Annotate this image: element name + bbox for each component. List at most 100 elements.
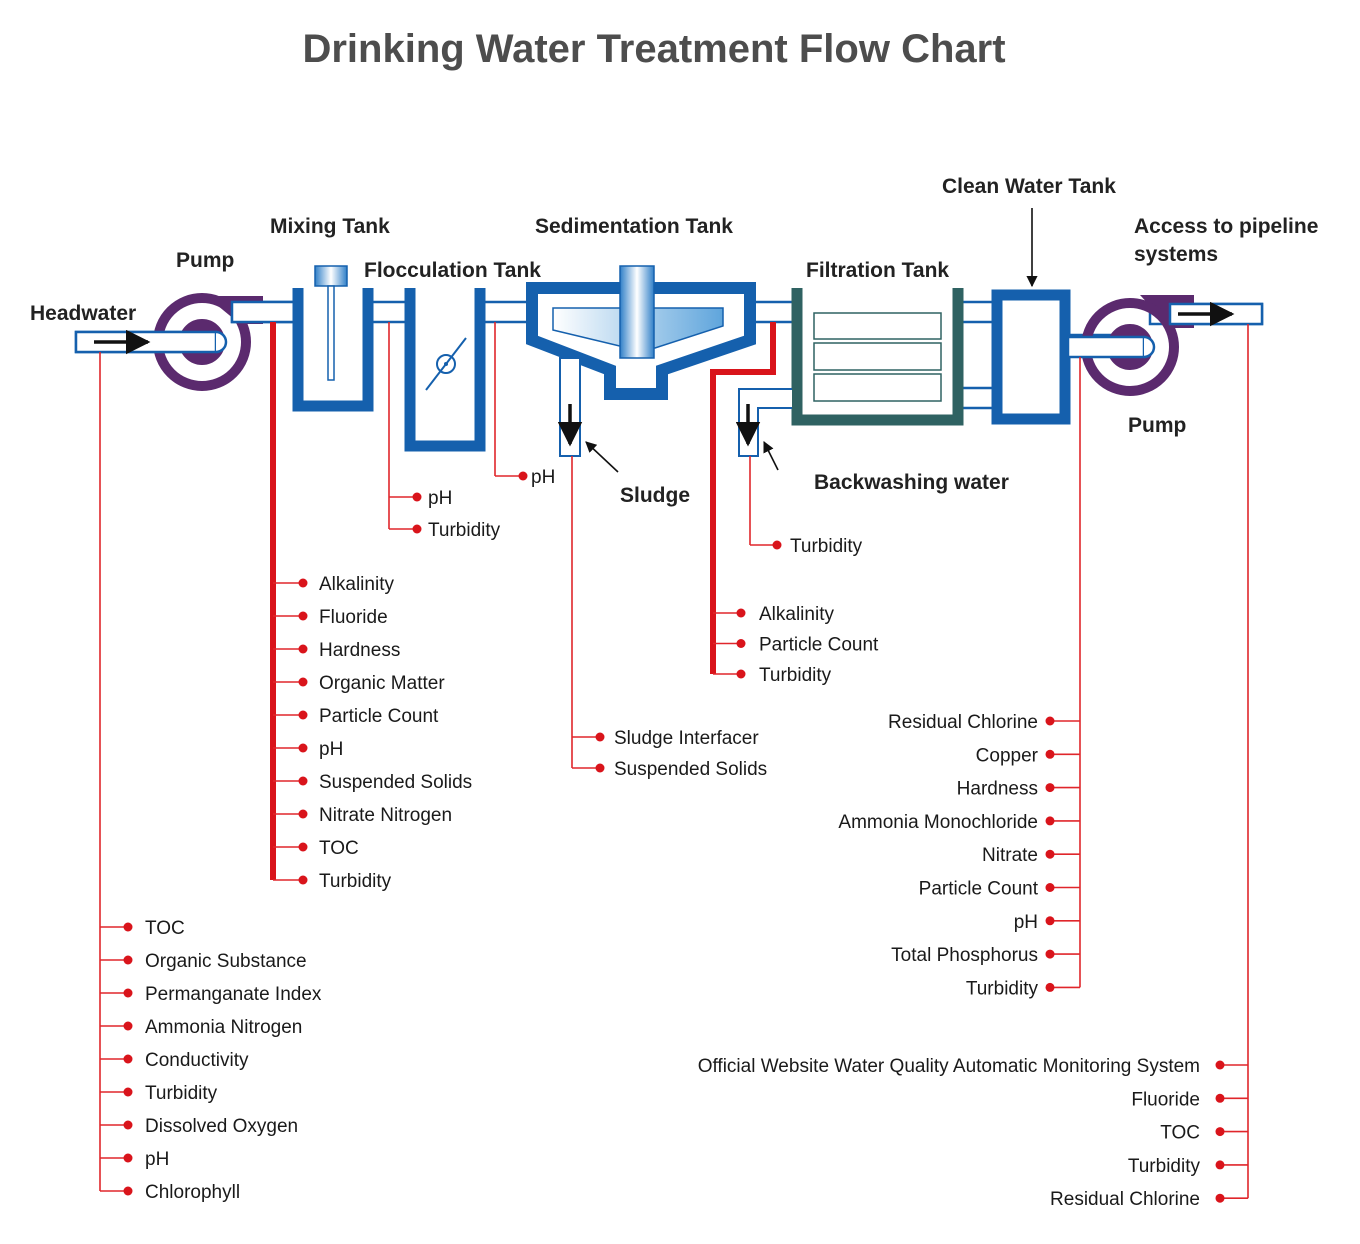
sensor-dot-icon <box>123 922 133 932</box>
sensor-dot-icon <box>298 776 308 786</box>
sensor-parameter-label: Total Phosphorus <box>891 945 1038 966</box>
mixing-tank <box>292 265 374 412</box>
label-sludge: Sludge <box>620 484 690 507</box>
sensor-dot-icon <box>1045 849 1055 859</box>
flocculator-icon <box>436 354 456 374</box>
sensor-parameter-label: Hardness <box>957 779 1038 800</box>
sensor-parameter-label: Turbidity <box>966 978 1039 999</box>
sensor-parameter-label: Dissolved Oxygen <box>145 1116 298 1137</box>
filter-layer <box>813 342 942 371</box>
sensor-dot-icon <box>298 644 308 654</box>
label-headwater: Headwater <box>30 302 136 325</box>
pointer-arrow-icon <box>585 441 619 473</box>
sensor-dot-icon <box>1045 883 1055 892</box>
sensor-parameter-label: TOC <box>319 838 359 859</box>
pipe-mixing-flocculation <box>370 300 410 324</box>
label-mixing-tank: Mixing Tank <box>270 215 390 238</box>
sensor-parameter-label: TOC <box>1160 1123 1200 1144</box>
sensor-parameter-label: pH <box>319 739 343 760</box>
sensor-parameter-label: Official Website Water Quality Automatic… <box>698 1056 1200 1077</box>
sensor-dot-icon <box>772 540 782 550</box>
sensor-dot-icon <box>1215 1160 1225 1170</box>
sensor-dot-icon <box>412 492 422 502</box>
sensor-parameter-label: Organic Substance <box>145 951 307 972</box>
sensor-parameter-label: Copper <box>976 745 1039 766</box>
sensor-parameter-label: Chlorophyll <box>145 1182 240 1203</box>
pipe-filtration-clean-top <box>958 300 998 324</box>
sensor-dot-icon <box>123 1054 133 1064</box>
clarifier-column-icon <box>619 265 655 359</box>
sensor-parameter-label: Turbidity <box>145 1083 218 1104</box>
sensor-dot-icon <box>298 611 308 621</box>
sensor-parameter-label: Particle Count <box>319 706 439 727</box>
sensor-dot-icon <box>298 578 308 588</box>
sensor-trunk-line <box>710 322 776 674</box>
sensor-dot-icon <box>595 763 605 773</box>
sensor-parameter-label: pH <box>1014 912 1038 933</box>
branch-flocculation-outlet: pH <box>494 322 555 488</box>
sensor-parameter-label: Alkalinity <box>319 574 394 595</box>
mixer-shaft-icon <box>327 285 335 381</box>
sensor-dot-icon <box>1045 716 1055 726</box>
clean-water-tank <box>991 289 1071 425</box>
sensor-parameter-label: pH <box>145 1149 169 1170</box>
label-clean-water-tank: Clean Water Tank <box>942 175 1116 198</box>
sensor-dot-icon <box>298 809 308 819</box>
sensor-dot-icon <box>736 639 746 648</box>
filter-layer <box>813 373 942 402</box>
sensor-parameter-label: pH <box>531 467 555 488</box>
sensor-dot-icon <box>1045 916 1055 926</box>
sensor-parameter-label: Particle Count <box>919 879 1039 900</box>
sensor-parameter-label: Particle Count <box>759 635 879 656</box>
label-pump-inlet: Pump <box>176 249 234 272</box>
sensor-dot-icon <box>298 875 308 885</box>
label-backwashing-water: Backwashing water <box>814 471 1009 494</box>
sensor-parameter-label: Residual Chlorine <box>1050 1189 1200 1210</box>
filtration-tank <box>738 288 964 457</box>
sensor-parameter-label: TOC <box>145 918 185 939</box>
sensor-parameter-label: Suspended Solids <box>319 772 472 793</box>
pipe-sedimentation-filtration <box>748 300 798 324</box>
sensor-dot-icon <box>595 732 605 742</box>
branch-backwash: Turbidity <box>749 456 863 557</box>
sensor-parameter-label: Suspended Solids <box>614 759 767 780</box>
sensor-parameter-label: Turbidity <box>1128 1156 1201 1177</box>
sensor-dot-icon <box>1215 1127 1225 1137</box>
sensor-dot-icon <box>123 1021 133 1031</box>
sensor-dot-icon <box>123 988 133 998</box>
sensor-parameter-label: Organic Matter <box>319 673 445 694</box>
sensor-dot-icon <box>736 608 746 618</box>
label-pump-outlet: Pump <box>1128 414 1186 437</box>
sensor-dot-icon <box>1045 783 1055 793</box>
pipe-flocculation-sedimentation <box>482 300 532 324</box>
sensor-dot-icon <box>518 471 528 481</box>
sensor-dot-icon <box>298 710 308 720</box>
sensor-parameter-label: Nitrate Nitrogen <box>319 805 452 826</box>
sensor-dot-icon <box>736 669 746 679</box>
sensor-parameter-label: Fluoride <box>1131 1089 1200 1110</box>
sensor-parameter-label: Turbidity <box>428 520 501 541</box>
sensor-dot-icon <box>123 1087 133 1097</box>
sensor-dot-icon <box>1045 982 1055 992</box>
sensor-parameter-label: Ammonia Nitrogen <box>145 1017 302 1038</box>
sensor-parameter-label: Sludge Interfacer <box>614 728 759 749</box>
sensor-parameter-label: Turbidity <box>790 536 863 557</box>
label-pipeline-line2: systems <box>1134 243 1218 266</box>
mixer-motor-icon <box>314 265 348 287</box>
sensor-dot-icon <box>298 743 308 753</box>
sensor-dot-icon <box>123 1120 133 1130</box>
sedimentation-tank <box>526 265 756 457</box>
sensor-dot-icon <box>412 524 422 534</box>
pump-outlet <box>1066 295 1264 396</box>
sensor-dot-icon <box>123 1153 133 1163</box>
flocculation-tank <box>404 288 486 452</box>
sensor-dot-icon <box>298 842 308 852</box>
sensor-dot-icon <box>1045 749 1055 759</box>
